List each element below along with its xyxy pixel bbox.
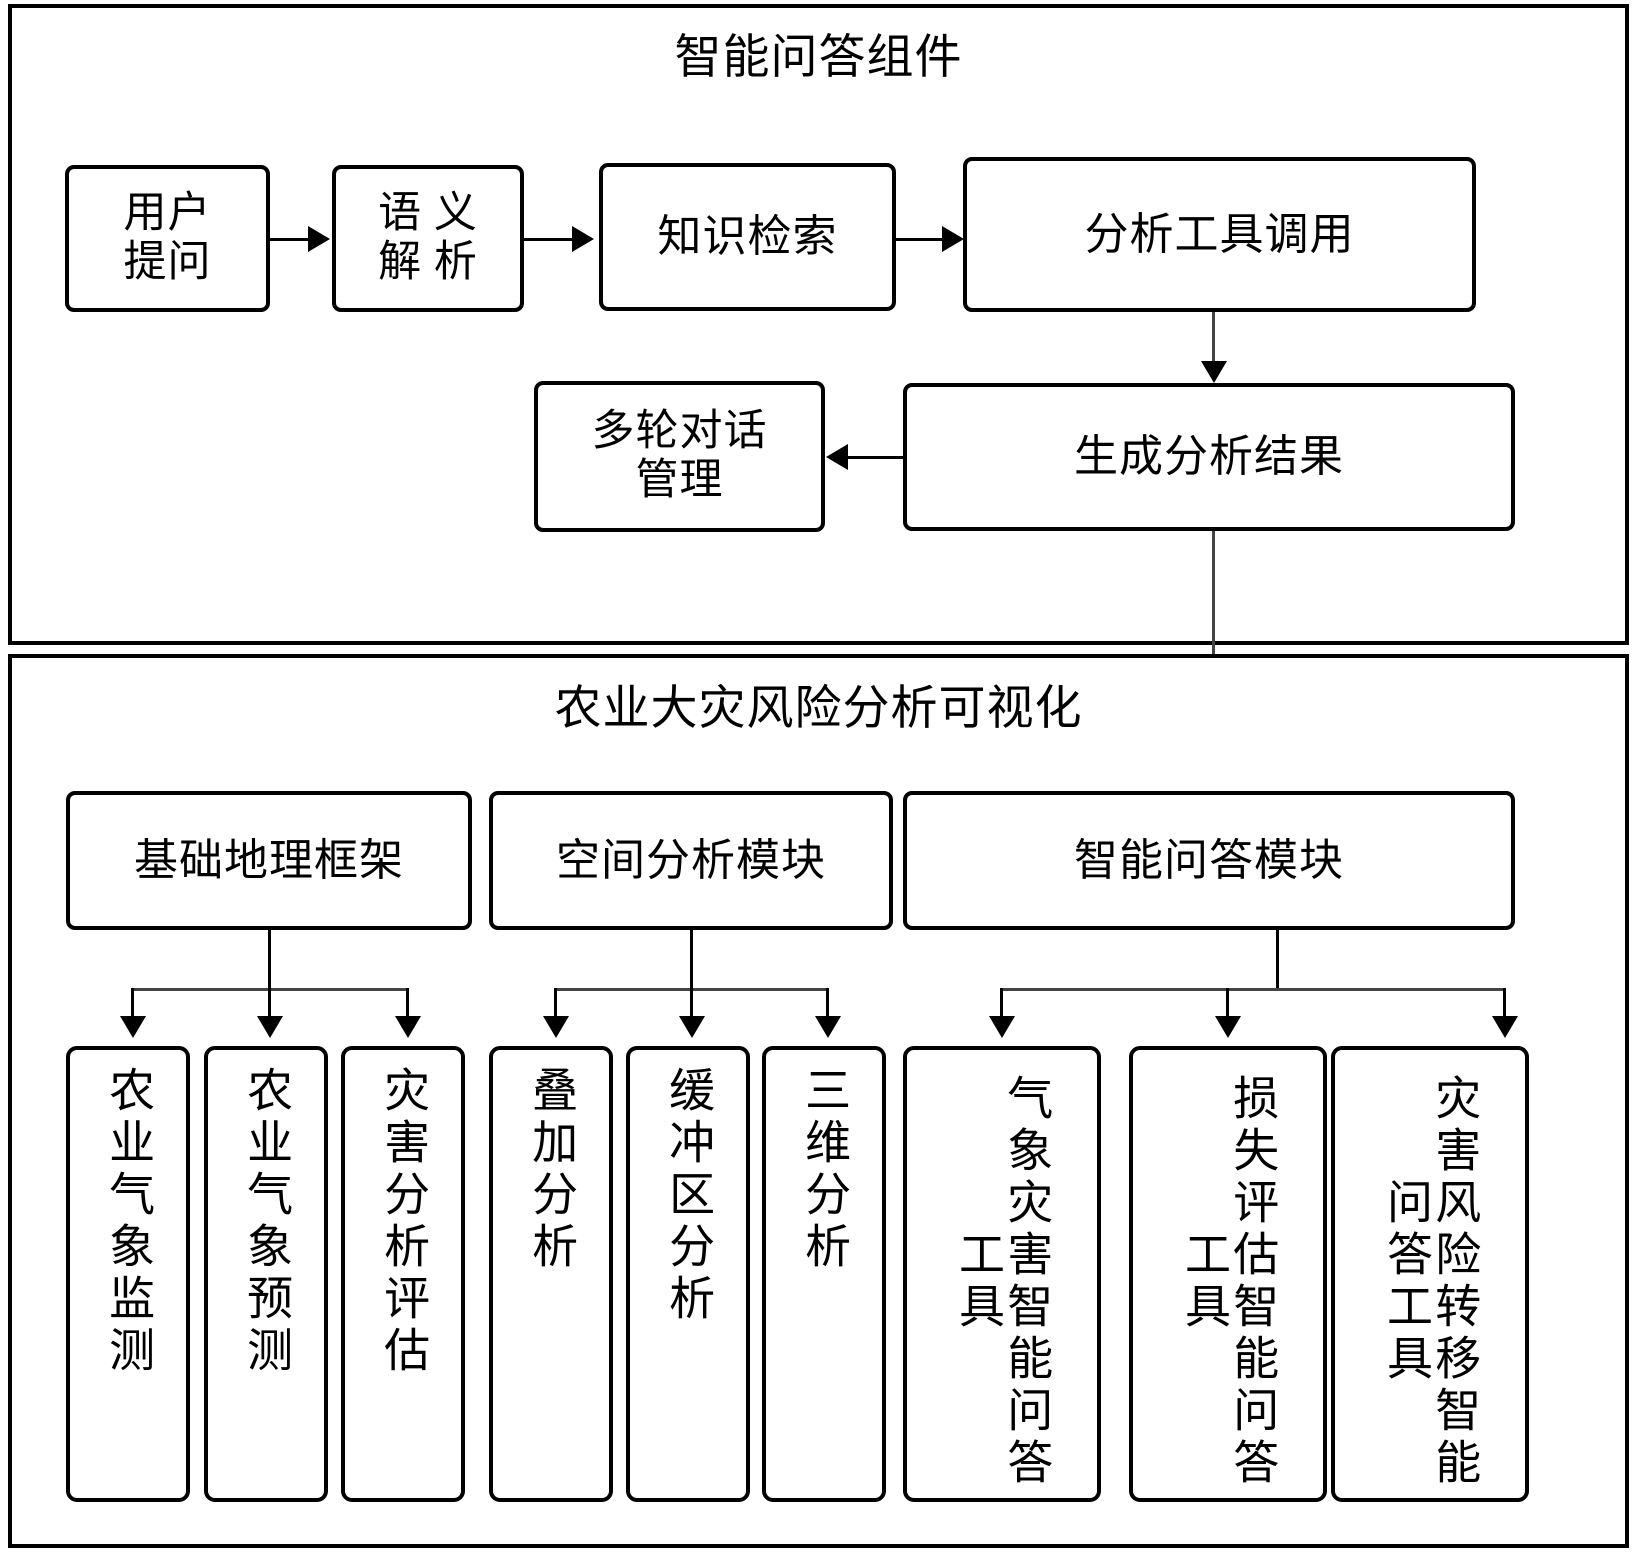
box-generate-result[interactable]: 生成分析结果 bbox=[903, 383, 1515, 531]
box-knowledge-search[interactable]: 知识检索 bbox=[599, 163, 896, 311]
box-knowledge-search-label: 知识检索 bbox=[657, 212, 838, 262]
leaf-loss-eval-qa-tool[interactable]: 损失评估智能问答工具 bbox=[1129, 1046, 1327, 1502]
arrowhead-result-to-dialog bbox=[826, 444, 848, 470]
panel-qa-component-title: 智能问答组件 bbox=[674, 32, 963, 84]
connector-tool-to-result bbox=[1212, 312, 1215, 374]
connector-user-to-parse bbox=[270, 238, 310, 241]
leaf-threed-analysis-label: 三维分析 bbox=[799, 1066, 851, 1274]
connector-geo-drop-1 bbox=[131, 988, 134, 1020]
box-dialog-manage-label: 多轮对话 管理 bbox=[591, 408, 768, 504]
panel-qa-component bbox=[8, 4, 1629, 645]
leaf-disaster-eval[interactable]: 灾害分析评估 bbox=[341, 1046, 465, 1502]
module-geo-framework-label: 基础地理框架 bbox=[134, 835, 404, 885]
module-qa[interactable]: 智能问答模块 bbox=[903, 791, 1515, 930]
arrowhead-spatial-2 bbox=[679, 1016, 705, 1038]
box-user-question-label: 用户 提问 bbox=[123, 190, 212, 286]
leaf-risk-transfer-qa-tool[interactable]: 灾害风险转移智能问答工具 bbox=[1331, 1046, 1529, 1502]
module-spatial-analysis-label: 空间分析模块 bbox=[556, 835, 826, 885]
connector-qa-bar bbox=[1000, 988, 1506, 991]
box-generate-result-label: 生成分析结果 bbox=[1074, 432, 1344, 482]
box-tool-invocation[interactable]: 分析工具调用 bbox=[963, 157, 1476, 312]
leaf-overlay-analysis-label: 叠加分析 bbox=[526, 1066, 578, 1274]
connector-result-to-dialog bbox=[848, 456, 904, 459]
box-semantic-parse[interactable]: 语 义 解 析 bbox=[332, 165, 524, 312]
connector-qa-drop-3 bbox=[1503, 988, 1506, 1020]
connector-spatial-drop-1 bbox=[554, 988, 557, 1020]
panel-risk-visualization-title: 农业大灾风险分析可视化 bbox=[554, 683, 1083, 735]
connector-spatial-drop-3 bbox=[826, 988, 829, 1020]
leaf-agri-met-forecast-label: 农业气象预测 bbox=[241, 1066, 293, 1378]
arrowhead-tool-to-result bbox=[1201, 361, 1227, 383]
connector-geo-drop-3 bbox=[406, 988, 409, 1020]
connector-qa-drop-1 bbox=[1000, 988, 1003, 1020]
arrowhead-qa-1 bbox=[989, 1016, 1015, 1038]
leaf-buffer-analysis-label: 缓冲区分析 bbox=[663, 1066, 715, 1326]
leaf-met-disaster-qa-tool-label: 气象灾害智能问答工具 bbox=[953, 1074, 1053, 1490]
module-qa-label: 智能问答模块 bbox=[1074, 835, 1344, 885]
connector-qa-drop-2 bbox=[1226, 988, 1229, 1020]
leaf-agri-met-monitor[interactable]: 农业气象监测 bbox=[66, 1046, 190, 1502]
leaf-disaster-eval-label: 灾害分析评估 bbox=[378, 1066, 430, 1378]
leaf-agri-met-forecast[interactable]: 农业气象预测 bbox=[204, 1046, 328, 1502]
leaf-overlay-analysis[interactable]: 叠加分析 bbox=[489, 1046, 613, 1502]
arrowhead-search-to-tool bbox=[942, 226, 964, 252]
module-spatial-analysis[interactable]: 空间分析模块 bbox=[489, 791, 893, 930]
arrowhead-spatial-1 bbox=[543, 1016, 569, 1038]
box-tool-invocation-label: 分析工具调用 bbox=[1084, 209, 1355, 259]
connector-search-to-tool bbox=[896, 238, 944, 241]
connector-parse-to-search bbox=[524, 238, 574, 241]
connector-geo-stem bbox=[268, 930, 271, 989]
arrowhead-qa-3 bbox=[1492, 1016, 1518, 1038]
box-dialog-manage[interactable]: 多轮对话 管理 bbox=[534, 381, 825, 532]
box-semantic-parse-label: 语 义 解 析 bbox=[378, 190, 478, 286]
connector-spatial-stem bbox=[690, 930, 693, 989]
arrowhead-geo-2 bbox=[257, 1016, 283, 1038]
leaf-threed-analysis[interactable]: 三维分析 bbox=[762, 1046, 886, 1502]
leaf-buffer-analysis[interactable]: 缓冲区分析 bbox=[626, 1046, 750, 1502]
leaf-met-disaster-qa-tool[interactable]: 气象灾害智能问答工具 bbox=[903, 1046, 1101, 1502]
leaf-agri-met-monitor-label: 农业气象监测 bbox=[103, 1066, 155, 1378]
box-user-question[interactable]: 用户 提问 bbox=[65, 165, 270, 312]
arrowhead-parse-to-search bbox=[572, 226, 594, 252]
connector-spatial-drop-2 bbox=[690, 988, 693, 1020]
connector-geo-drop-2 bbox=[268, 988, 271, 1020]
module-geo-framework[interactable]: 基础地理框架 bbox=[66, 791, 472, 930]
arrowhead-geo-3 bbox=[395, 1016, 421, 1038]
arrowhead-geo-1 bbox=[120, 1016, 146, 1038]
connector-qa-stem bbox=[1276, 930, 1279, 989]
leaf-loss-eval-qa-tool-label: 损失评估智能问答工具 bbox=[1179, 1074, 1279, 1490]
arrowhead-qa-2 bbox=[1215, 1016, 1241, 1038]
arrowhead-user-to-parse bbox=[308, 226, 330, 252]
leaf-risk-transfer-qa-tool-label: 灾害风险转移智能问答工具 bbox=[1381, 1074, 1481, 1490]
arrowhead-spatial-3 bbox=[815, 1016, 841, 1038]
